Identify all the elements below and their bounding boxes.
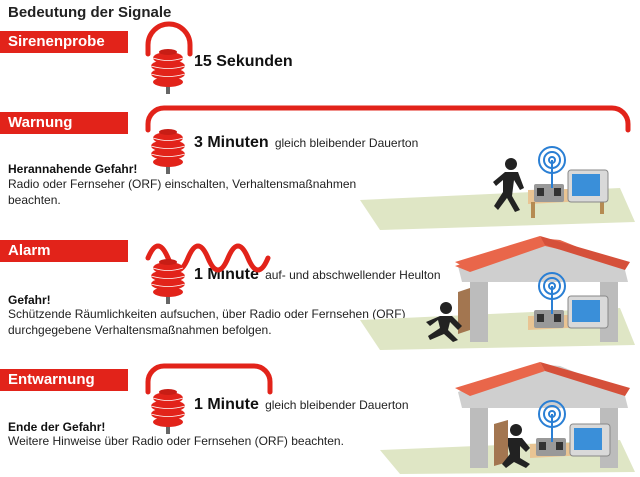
- scene-warnung: [360, 146, 635, 230]
- person-icon: [502, 424, 530, 468]
- duration-value: 1 Minute: [194, 266, 259, 283]
- duration-value: 1 Minute: [194, 396, 259, 413]
- signal-wave-icon: [145, 105, 631, 133]
- signal-wave-icon: [145, 363, 273, 395]
- siren-icon: [150, 388, 186, 435]
- text-warnung: Radio oder Fernseher (ORF) einschalten, …: [8, 177, 357, 207]
- duration-value: 15 Sekunden: [194, 53, 293, 70]
- siren-icon: [150, 128, 186, 175]
- house-icon: [455, 362, 630, 468]
- scene-entwarnung: [380, 362, 635, 474]
- siren-icon: [150, 258, 186, 305]
- headline-warnung: Herannahende Gefahr!: [8, 162, 138, 176]
- signal-wave-icon: [538, 146, 566, 189]
- radio-icon: [533, 169, 609, 203]
- section-label-entwarnung: Entwarnung: [0, 369, 128, 391]
- duration-description: gleich bleibender Dauerton: [274, 136, 419, 150]
- signal-wave-icon: [145, 243, 271, 273]
- radio-icon: [535, 423, 611, 457]
- text-alarm: Schützende Räumlichkeiten aufsuchen, übe…: [8, 307, 406, 337]
- headline-entwarnung: Ende der Gefahr!: [8, 420, 106, 434]
- duration-value: 3 Minuten: [194, 134, 269, 151]
- section-label-alarm: Alarm: [0, 240, 128, 262]
- duration-sirenenprobe: 15 Sekunden: [194, 53, 293, 71]
- duration-description: gleich bleibender Dauerton: [265, 398, 409, 412]
- scene-alarm: [360, 236, 635, 350]
- page-title: Bedeutung der Signale: [8, 4, 172, 21]
- signal-wave-icon: [145, 21, 193, 57]
- duration-description: auf- und abschwellender Heulton: [265, 268, 441, 282]
- duration-entwarnung: 1 Minute gleich bleibender Dauerton: [194, 396, 409, 414]
- duration-alarm: 1 Minute auf- und abschwellender Heulton: [194, 266, 441, 284]
- person-icon: [426, 302, 462, 342]
- text-entwarnung: Weitere Hinweise über Radio oder Fernseh…: [8, 434, 344, 448]
- house-icon: [455, 236, 630, 342]
- siren-icon: [150, 48, 186, 95]
- section-label-warnung: Warnung: [0, 112, 128, 134]
- duration-warnung: 3 Minuten gleich bleibender Dauerton: [194, 134, 418, 152]
- person-icon: [493, 158, 524, 212]
- section-label-sirenenprobe: Sirenenprobe: [0, 31, 128, 53]
- radio-icon: [533, 295, 609, 329]
- headline-alarm: Gefahr!: [8, 293, 51, 307]
